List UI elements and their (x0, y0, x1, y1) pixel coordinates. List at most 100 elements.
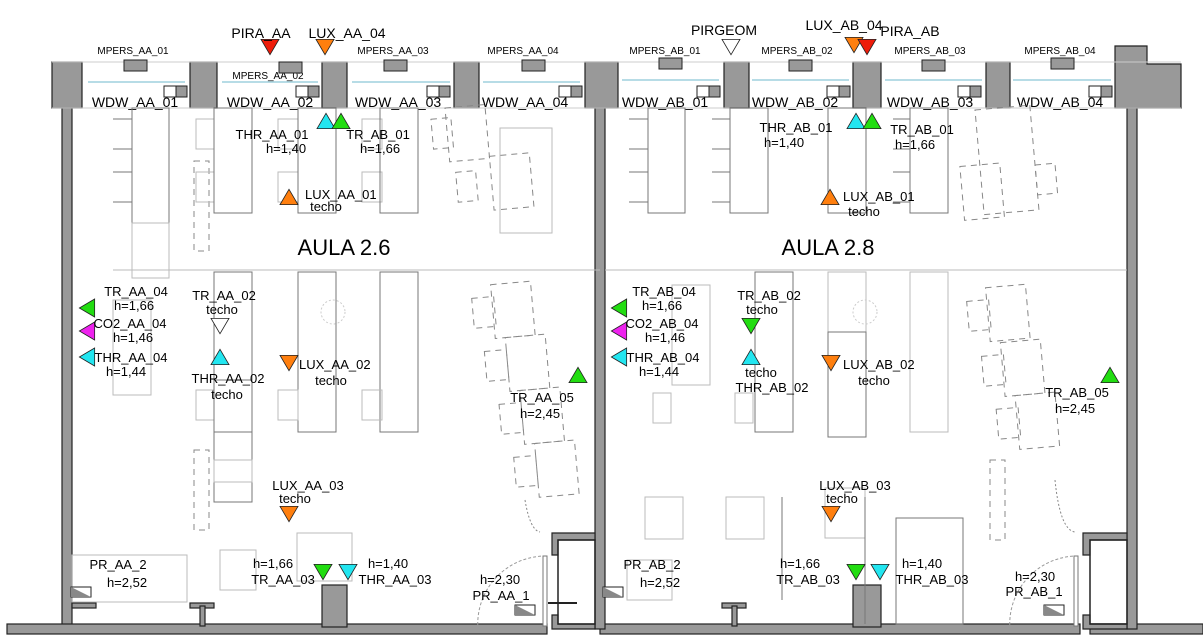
sensor-tr-aa-04[interactable]: TR_AA_04h=1,66 (78, 284, 168, 318)
mpers-label: MPERS_AA_03 (357, 46, 429, 57)
co2-sensor-icon (610, 321, 628, 341)
mpers-label: MPERS_AA_02 (232, 71, 304, 82)
wall-left (61, 106, 73, 630)
desk (213, 107, 253, 214)
wall-bottom-left (6, 623, 548, 635)
pyranometer-icon (857, 38, 877, 56)
temperature-sensor-icon (862, 112, 882, 130)
desk (71, 554, 188, 603)
sensor-label: THR_AA_02 (192, 371, 265, 386)
sensor-note: h=1,66 (360, 141, 400, 156)
temp-humidity-sensor-icon (610, 347, 628, 367)
column (189, 61, 218, 109)
temperature-sensor-icon (78, 298, 96, 318)
sensor-pira-ab[interactable]: PIRA_AB (857, 23, 940, 56)
chair (195, 171, 215, 203)
desk (989, 459, 1006, 541)
column-circle (320, 299, 346, 325)
desk (297, 271, 337, 433)
sensor-tr-ab-01[interactable]: TR_AB_01h=1,66 (862, 112, 954, 152)
sensor-label: TR_AB_05 (1045, 385, 1109, 400)
window-label: WDW_AB_01 (622, 94, 709, 110)
mpers-label: MPERS_AB_03 (894, 46, 966, 57)
window-contact-icon (570, 85, 583, 98)
sensor-label: LUX_AA_01 (305, 187, 377, 202)
sensor-note: techo (858, 373, 890, 388)
sensor-pr-ab-2[interactable]: PR_AB_2h=2,52 (602, 557, 681, 598)
sensor-tr-ab-05[interactable]: TR_AB_05h=2,45 (1045, 366, 1120, 416)
lux-sensor-icon (821, 354, 841, 372)
column (321, 61, 348, 109)
sensor-label: TR_AA_05 (510, 390, 574, 405)
chair (652, 392, 672, 424)
lux-sensor-icon (844, 36, 864, 54)
sensor-note: h=1,66 (780, 556, 820, 571)
lux-sensor-icon (821, 505, 841, 523)
sensor-thr-aa-03[interactable]: THR_AA_03h=1,40 (338, 556, 431, 587)
desk (827, 107, 867, 214)
sensor-label: THR_AB_04 (627, 350, 700, 365)
desk (213, 459, 253, 483)
temperature-sensor-icon (1100, 366, 1120, 384)
temp-humidity-sensor-icon (870, 563, 890, 581)
sensor-thr-aa-04[interactable]: THR_AA_04h=1,44 (78, 347, 168, 379)
desk (626, 559, 673, 601)
sensor-co2-ab-04[interactable]: CO2_AB_04h=1,46 (610, 316, 699, 345)
sensor-lux-ab-04[interactable]: LUX_AB_04 (805, 17, 883, 54)
sensor-thr-aa-01[interactable]: THR_AA_01h=1,40 (236, 112, 336, 156)
sensor-note: h=1,40 (902, 556, 942, 571)
sensor-thr-ab-01[interactable]: THR_AB_01h=1,40 (760, 112, 866, 150)
sensor-tr-aa-03[interactable]: TR_AA_03h=1,66 (251, 556, 333, 587)
sensor-label: LUX_AA_04 (308, 25, 385, 41)
wall-bottom-right (599, 623, 1081, 635)
blind-motor-icon (788, 59, 813, 72)
sensor-label: PR_AB_1 (1005, 584, 1062, 599)
sensor-pr-ab-1[interactable]: PR_AB_1h=2,30 (1005, 569, 1065, 616)
mpers-label: MPERS_AB_02 (761, 46, 833, 57)
temp-humidity-sensor-icon (846, 112, 866, 130)
sensor-tr-aa-05[interactable]: TR_AA_05h=2,45 (510, 366, 588, 421)
sensor-note: h=2,45 (520, 406, 560, 421)
window-contact-icon (438, 85, 451, 98)
sensor-pr-aa-2[interactable]: PR_AA_2h=2,52 (70, 557, 147, 598)
sensor-label: TR_AA_02 (192, 288, 256, 303)
sensor-pirgeom[interactable]: PIRGEOM (691, 22, 757, 56)
sensor-label: LUX_AB_01 (843, 189, 915, 204)
pillar (852, 584, 882, 628)
sensor-pira-aa[interactable]: PIRA_AA (231, 25, 291, 56)
sensor-label: TR_AB_02 (737, 288, 801, 303)
sensor-tr-ab-01[interactable]: TR_AB_01h=1,66 (331, 112, 410, 156)
sensor-tr-ab-03[interactable]: TR_AB_03h=1,66 (776, 556, 866, 587)
sensor-label: THR_AA_04 (95, 350, 168, 365)
sensor-co2-aa-04[interactable]: CO2_AA_04h=1,46 (78, 316, 167, 345)
blind-motor-icon (278, 61, 303, 74)
lux-sensor-icon (279, 188, 299, 206)
desk (131, 107, 170, 224)
window-elements: MPERS_AA_01WDW_AA_01MPERS_AA_02WDW_AA_02… (92, 46, 1113, 110)
mpers-label: MPERS_AA_01 (97, 46, 169, 57)
lux-sensor-icon (315, 38, 335, 56)
sensor-thr-ab-04[interactable]: THR_AB_04h=1,44 (610, 347, 700, 379)
blind-motor-icon (921, 59, 946, 72)
sensor-lux-aa-04[interactable]: LUX_AA_04 (308, 25, 386, 56)
lux-sensor-icon (279, 505, 299, 523)
mpers-label: MPERS_AB_04 (1024, 46, 1096, 57)
sensor-note: h=2,45 (1055, 401, 1095, 416)
sensor-pr-aa-1[interactable]: PR_AA_1h=2,30 (472, 572, 536, 616)
column (985, 61, 1011, 109)
sensor-tr-ab-04[interactable]: TR_AB_04h=1,66 (610, 284, 696, 318)
column (852, 61, 882, 109)
sensor-label: THR_AA_01 (236, 127, 309, 142)
sensor-note: techo (211, 387, 243, 402)
sensor-thr-ab-03[interactable]: THR_AB_03h=1,40 (870, 556, 968, 587)
